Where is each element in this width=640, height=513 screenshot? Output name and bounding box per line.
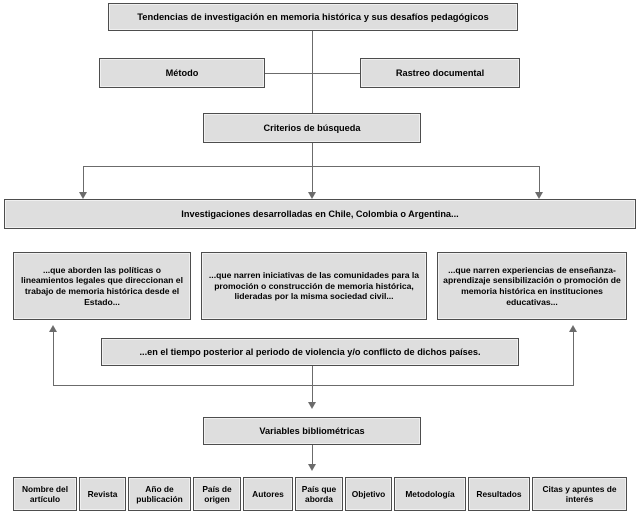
connector-feedback-right-riser xyxy=(573,330,574,386)
arrowhead-timefilter-to-variables xyxy=(308,402,316,409)
node-criterios-de-busqueda[interactable]: Criterios de búsqueda xyxy=(203,113,421,143)
cell-ano-de-publicacion[interactable]: Año de publicación xyxy=(128,477,191,511)
connector-variables-to-cells xyxy=(312,445,313,468)
cell-metodologia[interactable]: Metodología xyxy=(394,477,466,511)
cell-citas-y-apuntes-de-interes[interactable]: Citas y apuntes de interés xyxy=(532,477,627,511)
cell-pais-de-origen[interactable]: País de origen xyxy=(193,477,241,511)
node-time-filter[interactable]: ...en el tiempo posterior al periodo de … xyxy=(101,338,519,366)
cell-objetivo[interactable]: Objetivo xyxy=(345,477,392,511)
arrowhead-branch-right xyxy=(535,192,543,199)
connector-branch-left xyxy=(83,166,84,196)
node-title[interactable]: Tendencias de investigación en memoria h… xyxy=(108,3,518,31)
connector-junction-to-criteria xyxy=(312,73,313,113)
node-criteria-state-policies[interactable]: ...que aborden las políticas o lineamien… xyxy=(13,252,191,320)
node-rastreo-documental[interactable]: Rastreo documental xyxy=(360,58,520,88)
connector-branch-center xyxy=(312,166,313,196)
node-metodo[interactable]: Método xyxy=(99,58,265,88)
node-investigaciones-scope[interactable]: Investigaciones desarrolladas en Chile, … xyxy=(4,199,636,229)
cell-autores[interactable]: Autores xyxy=(243,477,293,511)
arrowhead-variables-to-cells xyxy=(308,464,316,471)
cell-revista[interactable]: Revista xyxy=(79,477,126,511)
connector-title-to-method-junction xyxy=(312,31,313,73)
connector-branch-bar xyxy=(83,166,540,167)
node-criteria-civil-society[interactable]: ...que narren iniciativas de las comunid… xyxy=(201,252,427,320)
node-criteria-educational-institutions[interactable]: ...que narren experiencias de enseñanza-… xyxy=(437,252,627,320)
cell-resultados[interactable]: Resultados xyxy=(468,477,530,511)
arrowhead-branch-center xyxy=(308,192,316,199)
arrowhead-branch-left xyxy=(79,192,87,199)
cell-pais-que-aborda[interactable]: País que aborda xyxy=(295,477,343,511)
node-variables-bibliometricas[interactable]: Variables bibliométricas xyxy=(203,417,421,445)
connector-criteria-to-branchbar xyxy=(312,143,313,166)
connector-branch-right xyxy=(539,166,540,196)
connector-feedback-left-riser xyxy=(53,330,54,386)
cell-nombre-del-articulo[interactable]: Nombre del artículo xyxy=(13,477,77,511)
connector-timefilter-down xyxy=(312,366,313,406)
arrowhead-feedback-left xyxy=(49,325,57,332)
connector-feedback-horizontal xyxy=(53,385,573,386)
arrowhead-feedback-right xyxy=(569,325,577,332)
